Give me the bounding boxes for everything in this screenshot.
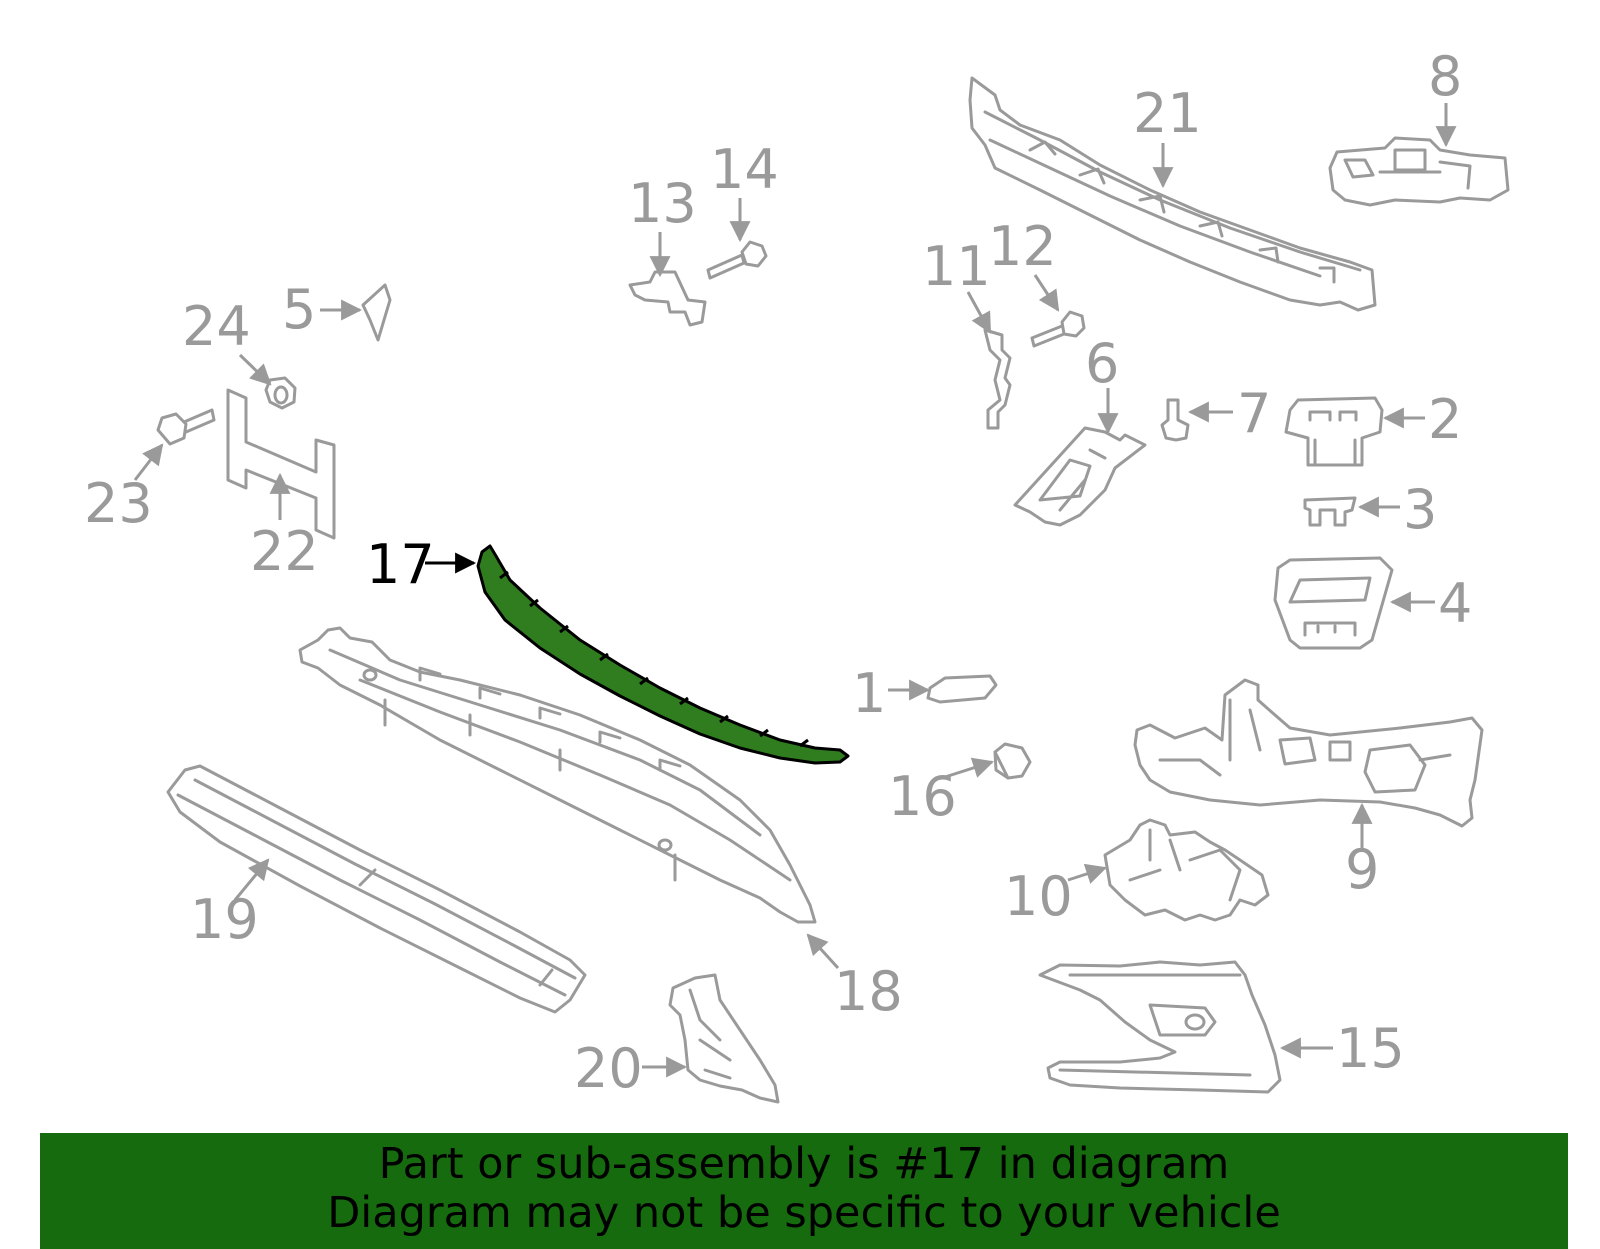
- part-12-bolt: [1030, 310, 1086, 348]
- part-16-sensor: [993, 742, 1032, 780]
- part-17-molding-strip: [476, 544, 850, 765]
- callout-labels: 21 8 13 14 5 24 23 22 11 12 6 7 2 3 4 1 …: [84, 45, 1472, 1100]
- part-7-pin: [1160, 398, 1190, 442]
- part-2-clip: [1284, 396, 1384, 467]
- part-23-bolt: [156, 408, 216, 446]
- callout-5: 5: [282, 278, 316, 341]
- callout-20: 20: [574, 1037, 643, 1100]
- callout-11: 11: [922, 235, 991, 298]
- callout-arrows: [133, 103, 1457, 1078]
- callout-14: 14: [710, 138, 779, 201]
- part-13-clip: [628, 270, 707, 327]
- callout-15: 15: [1336, 1017, 1405, 1080]
- part-11-bracket: [983, 328, 1012, 430]
- callout-6: 6: [1085, 332, 1119, 395]
- callout-19: 19: [190, 888, 259, 951]
- callout-1: 1: [852, 662, 886, 725]
- part-21-reinforcement-beam: [968, 76, 1377, 312]
- part-1-cap: [926, 674, 998, 704]
- callout-16: 16: [888, 765, 957, 828]
- callout-3: 3: [1403, 478, 1437, 541]
- part-18-lower-cover: [298, 626, 817, 924]
- callout-22: 22: [250, 520, 319, 583]
- callout-7: 7: [1237, 382, 1271, 445]
- part-9-side-bracket: [1133, 678, 1484, 828]
- part-6-bracket: [1013, 426, 1147, 527]
- callout-17: 17: [366, 533, 435, 596]
- part-15-bezel: [1038, 960, 1282, 1094]
- part-20-bracket: [668, 973, 780, 1104]
- callout-24: 24: [182, 295, 251, 358]
- part-8-bracket: [1328, 136, 1510, 207]
- callout-10: 10: [1004, 865, 1073, 928]
- part-19-grille-strip: [166, 764, 587, 1014]
- part-10-bracket: [1103, 818, 1270, 922]
- banner-line-part: Part or sub-assembly is #17 in diagram: [378, 1139, 1230, 1189]
- part-24-nut: [264, 376, 297, 410]
- part-5-clip: [361, 283, 392, 342]
- part-3-clip: [1303, 496, 1357, 527]
- info-banner: Part or sub-assembly is #17 in diagram D…: [40, 1133, 1568, 1249]
- callout-21: 21: [1133, 82, 1202, 145]
- callout-8: 8: [1428, 45, 1462, 108]
- part-22-bracket: [226, 388, 336, 540]
- callout-4: 4: [1438, 572, 1472, 635]
- callout-23: 23: [84, 472, 153, 535]
- callout-12: 12: [988, 215, 1057, 278]
- banner-line-disclaimer: Diagram may not be specific to your vehi…: [327, 1188, 1281, 1238]
- part-14-bolt: [706, 240, 768, 280]
- callout-18: 18: [834, 960, 903, 1023]
- callout-2: 2: [1428, 388, 1462, 451]
- callout-13: 13: [628, 172, 697, 235]
- part-4-cover: [1273, 556, 1394, 650]
- callout-9: 9: [1345, 838, 1379, 901]
